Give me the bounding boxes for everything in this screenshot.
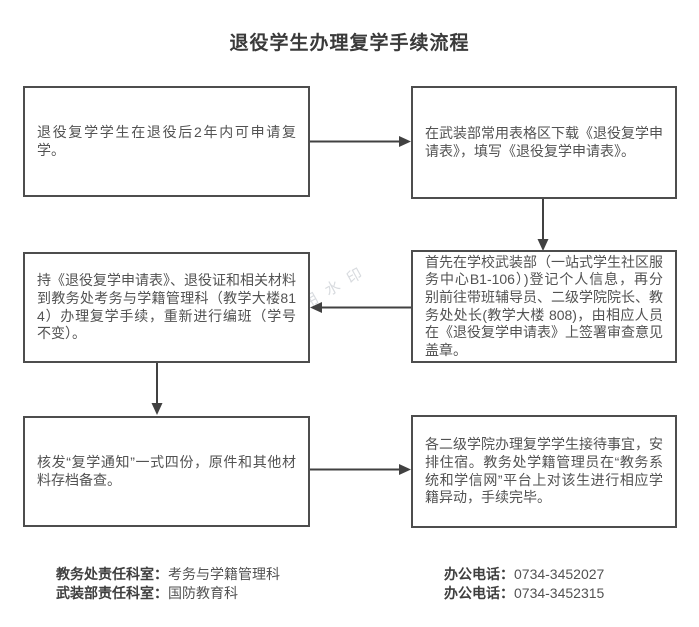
flow-step-5-text: 核发“复学通知”一式四份，原件和其他材料存档备查。 [37, 453, 296, 488]
flow-step-1-text: 退役复学学生在退役后2年内可申请复学。 [37, 123, 296, 158]
phone-2-label: 办公电话： [444, 585, 514, 601]
footer-line-phone-1: 办公电话：0734-3452027 [444, 565, 604, 584]
footer-phone-numbers: 办公电话：0734-3452027 办公电话：0734-3452315 [444, 565, 604, 603]
academic-office-value: 考务与学籍管理科 [168, 566, 280, 582]
phone-1-label: 办公电话： [444, 566, 514, 582]
phone-2-value: 0734-3452315 [514, 585, 605, 601]
flow-step-4-text: 持《退役复学申请表》、退役证和相关材料到教务处考务与学籍管理科（教学大楼814）… [37, 272, 296, 342]
armed-forces-office-value: 国防教育科 [168, 585, 238, 601]
phone-1-value: 0734-3452027 [514, 566, 605, 582]
arrow-step2-to-step3-icon [537, 199, 549, 251]
arrow-step1-to-step2-icon [310, 136, 411, 147]
footer-responsible-offices: 教务处责任科室：考务与学籍管理科 武装部责任科室：国防教育科 [56, 565, 280, 603]
flow-step-2-text: 在武装部常用表格区下载《退役复学申请表》，填写《退役复学申请表》。 [425, 124, 663, 159]
arrow-step4-to-step5-icon [151, 363, 163, 415]
flow-step-3: 首先在学校武装部（一站式学生社区服务中心B1-106）)登记个人信息，再分别前往… [411, 250, 677, 363]
flow-step-3-text: 首先在学校武装部（一站式学生社区服务中心B1-106）)登记个人信息，再分别前往… [425, 253, 663, 358]
arrow-step3-to-step4-icon [310, 302, 411, 313]
flow-step-1: 退役复学学生在退役后2年内可申请复学。 [23, 86, 310, 197]
flow-step-6-text: 各二级学院办理复学学生接待事宜，安排住宿。教务处学籍管理员在“教务系统和学信网”… [425, 436, 663, 506]
armed-forces-office-label: 武装部责任科室： [56, 585, 168, 601]
academic-office-label: 教务处责任科室： [56, 566, 168, 582]
footer-line-phone-2: 办公电话：0734-3452315 [444, 584, 604, 603]
flow-step-5: 核发“复学通知”一式四份，原件和其他材料存档备查。 [23, 416, 310, 527]
footer-line-academic-office: 教务处责任科室：考务与学籍管理科 [56, 565, 280, 584]
flow-step-4: 持《退役复学申请表》、退役证和相关材料到教务处考务与学籍管理科（教学大楼814）… [23, 252, 310, 363]
page-title: 退役学生办理复学手续流程 [229, 33, 470, 54]
footer-line-armed-forces-office: 武装部责任科室：国防教育科 [56, 584, 280, 603]
flow-step-6: 各二级学院办理复学学生接待事宜，安排住宿。教务处学籍管理员在“教务系统和学信网”… [411, 415, 677, 528]
arrow-step5-to-step6-icon [310, 464, 411, 475]
flow-step-2: 在武装部常用表格区下载《退役复学申请表》，填写《退役复学申请表》。 [411, 86, 677, 199]
